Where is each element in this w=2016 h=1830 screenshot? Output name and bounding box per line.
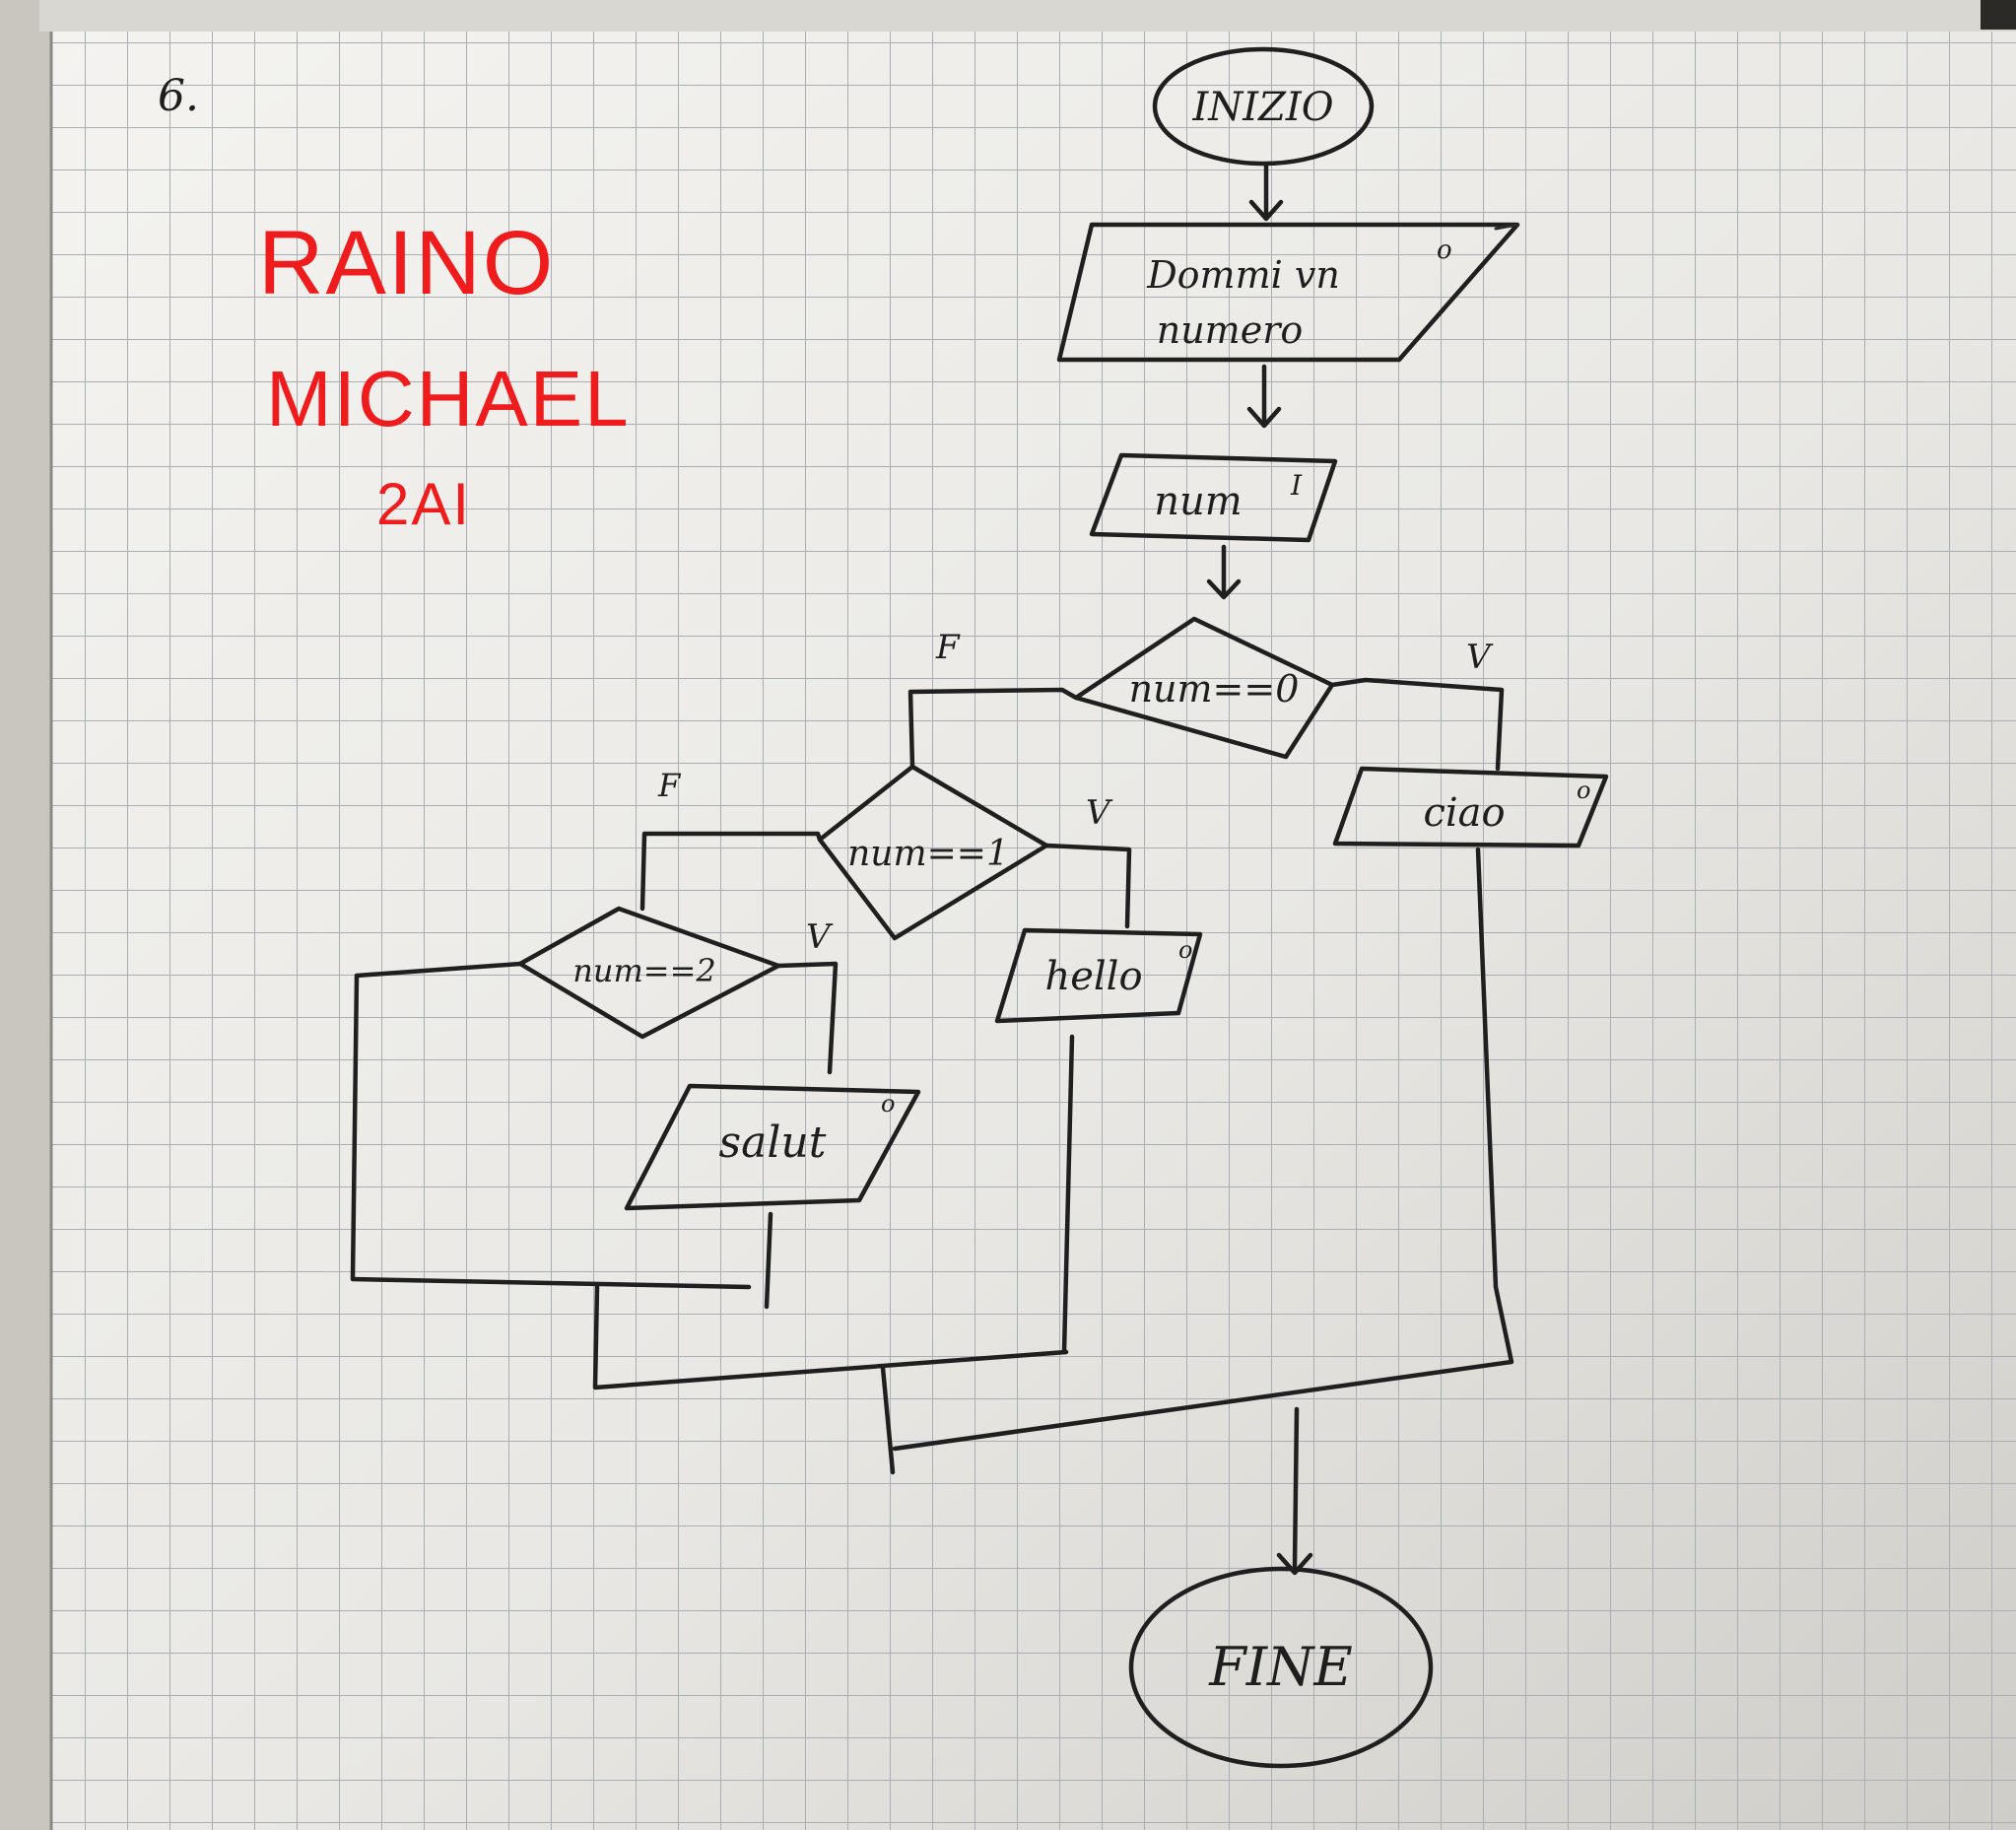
output-ciao-shape: o ciao — [1332, 766, 1609, 848]
exercise-number: 6. — [158, 71, 199, 121]
branch-3-false — [350, 961, 752, 1290]
branch-2-true: V — [1043, 793, 1132, 929]
input-prompt-marker: o — [1437, 236, 1452, 265]
input-variable-marker: I — [1290, 469, 1303, 502]
output-ciao-marker: o — [1577, 777, 1590, 804]
output-hello-shape: o hello — [994, 927, 1203, 1024]
output-salut-marker: o — [881, 1090, 895, 1118]
start-label: INIZIO — [1192, 85, 1334, 130]
arrow-read-to-decision — [1206, 544, 1242, 600]
output-salut-label: salut — [719, 1118, 827, 1168]
decision-3-label: num==2 — [572, 952, 716, 989]
output-hello-marker: o — [1178, 936, 1192, 964]
branch-3-true-label: V — [806, 917, 834, 957]
branch-1-false-label: F — [935, 628, 961, 667]
branch-2-false: F — [639, 767, 823, 912]
decision-2-label: num==1 — [847, 834, 1009, 874]
end-terminal: FINE — [1128, 1566, 1434, 1769]
input-prompt-shape: o Dommi vn numero — [1056, 222, 1520, 363]
input-prompt-line-2: numero — [1157, 308, 1304, 352]
decision-num-eq-2: num==2 — [517, 906, 781, 1040]
input-variable-label: num — [1154, 479, 1242, 524]
branch-1-false: F — [907, 628, 1079, 770]
decision-num-eq-1: num==1 — [817, 764, 1049, 941]
branch-1-true-label: V — [1466, 638, 1494, 677]
arrow-start-to-input — [1248, 163, 1284, 222]
merge-lines — [592, 847, 1514, 1576]
output-ciao-label: ciao — [1423, 790, 1505, 836]
end-label: FINE — [1208, 1636, 1352, 1698]
input-prompt-line-1: Dommi vn — [1146, 253, 1340, 297]
arrow-prompt-to-read — [1246, 364, 1282, 429]
branch-2-false-label: F — [657, 767, 682, 804]
author-surname: RAINO — [258, 213, 555, 313]
decision-1-label: num==0 — [1129, 667, 1300, 711]
output-hello-label: hello — [1044, 954, 1142, 999]
author-class: 2AI — [376, 471, 471, 537]
decision-num-eq-0: num==0 — [1073, 616, 1335, 760]
branch-2-true-label: V — [1086, 793, 1113, 833]
input-variable-shape: I num — [1089, 452, 1338, 543]
author-block: RAINO MICHAEL 2AI — [258, 213, 631, 537]
author-name: MICHAEL — [266, 355, 631, 442]
branch-3-true: V — [775, 917, 839, 1075]
output-salut-shape: o salut — [624, 1083, 921, 1211]
start-terminal: INIZIO — [1152, 46, 1375, 167]
branch-1-true: V — [1329, 638, 1505, 772]
